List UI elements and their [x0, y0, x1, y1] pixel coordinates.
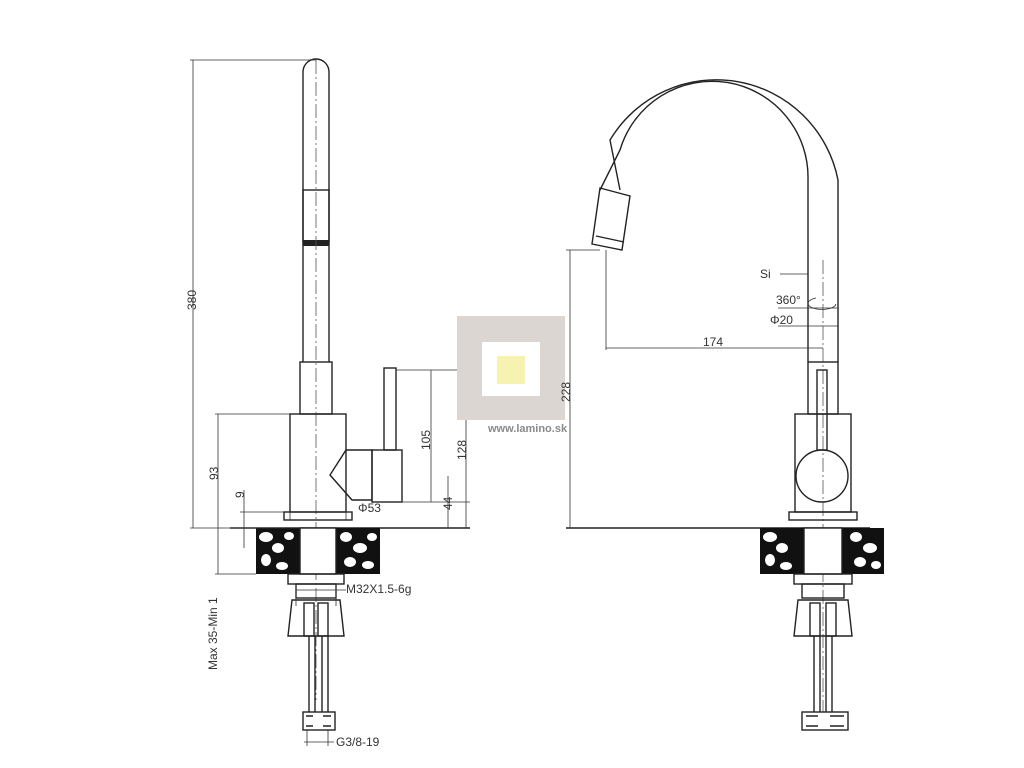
- dim-360: 360°: [776, 293, 801, 307]
- countertop-section: [256, 527, 380, 575]
- dim-228: 228: [559, 382, 573, 402]
- dim-128: 128: [455, 440, 469, 460]
- dim-deck-thickness: Max 35-Min 1: [206, 597, 220, 670]
- dim-hose-thread: G3/8-19: [336, 735, 380, 749]
- watermark-inner: [497, 356, 525, 384]
- lever-cap: [371, 449, 403, 503]
- gooseneck-spout: [599, 80, 809, 362]
- dim-phi53: Φ53: [358, 501, 381, 515]
- dim-174: 174: [703, 335, 723, 349]
- side-view: 380 93 9 Φ53 105 128 44 M32X1.5-6g Max 3…: [185, 58, 470, 749]
- spray-head: [591, 187, 631, 251]
- mounting-bracket: [287, 599, 345, 637]
- label-si: Si: [760, 267, 771, 281]
- front-view: 228 174 Φ20 360° Si: [559, 79, 884, 731]
- front-lever-knob: [795, 449, 849, 503]
- dim-phi20: Φ20: [770, 313, 793, 327]
- lever-cartridge: [329, 449, 373, 501]
- base-flange: [283, 511, 353, 521]
- dim-44: 44: [441, 496, 455, 510]
- dim-380: 380: [185, 290, 199, 310]
- dim-93: 93: [207, 466, 221, 480]
- dim-thread: M32X1.5-6g: [346, 582, 411, 596]
- lever-handle: [383, 367, 397, 451]
- hose-fitting: [302, 711, 336, 731]
- dim-9: 9: [233, 491, 247, 498]
- dim-105: 105: [419, 430, 433, 450]
- front-countertop-section: [760, 527, 884, 575]
- watermark-text: www.lamino.sk: [487, 423, 568, 435]
- spout-pipe: [302, 58, 330, 362]
- watermark-logo: www.lamino.sk: [457, 316, 568, 435]
- front-lever: [816, 369, 828, 451]
